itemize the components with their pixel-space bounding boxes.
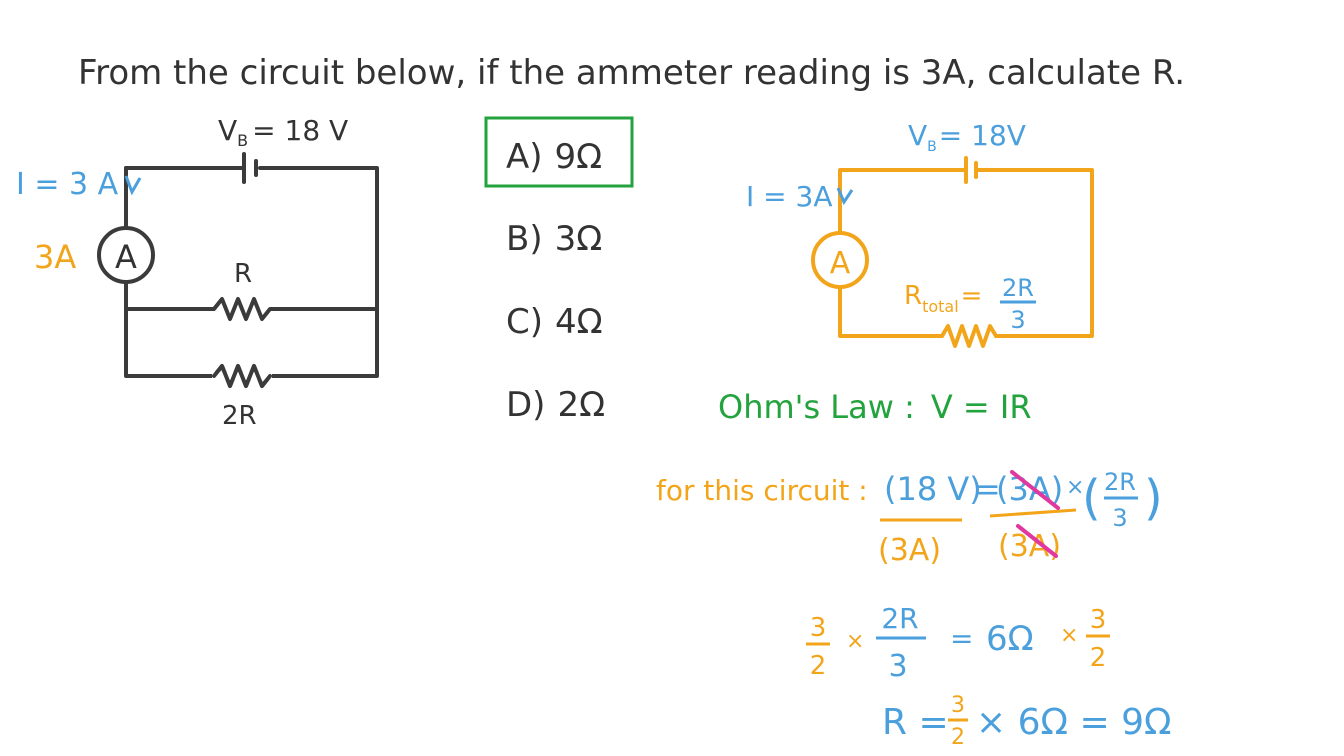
svg-text:VB= 18 V: VB= 18 V xyxy=(218,114,348,150)
option-d[interactable]: D) 2Ω xyxy=(506,385,605,425)
cancel-strike-bottom xyxy=(1016,524,1058,558)
work-prefix: for this circuit : xyxy=(656,474,868,507)
right-circuit-wires xyxy=(838,168,1094,338)
work-paren-open: ( xyxy=(1082,470,1101,526)
correct-answer-highlight xyxy=(484,116,634,188)
option-b-value: 3Ω xyxy=(555,219,603,259)
svg-text:VB= 18V: VB= 18V xyxy=(908,119,1026,155)
right-battery-value: = 18V xyxy=(939,119,1026,152)
right-current-label: I = 3A xyxy=(746,180,833,213)
work-paren-close: ) xyxy=(1144,470,1163,526)
l2-rhs-den: 2 xyxy=(1090,643,1107,673)
l3-den: 2 xyxy=(951,725,965,750)
ohms-law-label: Ohm's Law : xyxy=(718,388,915,426)
rtotal-label: R xyxy=(904,281,922,311)
left-battery-label: V xyxy=(218,114,237,147)
option-c-value: 4Ω xyxy=(555,302,603,342)
option-c-label: C) xyxy=(506,302,543,342)
right-circuit: A VB= 18V I = 3A Rtotal= 2R 3 xyxy=(746,119,1094,348)
option-b-label: B) xyxy=(506,219,543,259)
option-a-value: 9Ω xyxy=(555,137,603,177)
svg-text:C)4Ω: C) 4Ω xyxy=(506,302,603,342)
left-ammeter xyxy=(97,226,155,284)
l3-r: R = xyxy=(882,702,949,743)
resistor-2r-label: 2R xyxy=(222,401,257,431)
l2-frac-num: 3 xyxy=(810,613,827,643)
left-circuit-wires xyxy=(124,166,379,378)
l3-num: 3 xyxy=(951,693,965,718)
answer-options: A) 9Ω B) 3Ω C) 4Ω D) 2Ω xyxy=(484,116,634,425)
option-d-label: D) xyxy=(506,385,545,425)
rtotal-den: 3 xyxy=(1010,306,1025,334)
question-text: From the circuit below, if the ammeter r… xyxy=(78,53,1185,93)
rhs-division-bar xyxy=(989,508,1077,518)
svg-text:Rtotal=: Rtotal= xyxy=(904,281,982,316)
option-a[interactable]: A) 9Ω xyxy=(506,137,602,177)
svg-text:D)2Ω: D) 2Ω xyxy=(506,385,605,425)
option-c[interactable]: C) 4Ω xyxy=(506,302,603,342)
work-frac-num: 2R xyxy=(1104,468,1136,496)
working-line-1: for this circuit : (18 V) = (3A) × ( 2R … xyxy=(656,468,1163,568)
resistor-r-label: R xyxy=(234,259,252,289)
resistor-total xyxy=(940,324,998,348)
svg-text:A)9Ω: A) 9Ω xyxy=(506,137,602,177)
l2-eq: = xyxy=(950,622,973,655)
work-frac-den: 3 xyxy=(1112,504,1127,532)
l2-rhs: 6Ω xyxy=(986,619,1034,659)
left-ammeter-symbol: A xyxy=(115,238,137,276)
working-line-3: R = 3 2 × 6Ω = 9Ω xyxy=(882,693,1172,750)
l2-2r: 2R xyxy=(881,602,918,635)
work-lhs-num: (18 V) xyxy=(884,470,982,508)
left-ammeter-reading: 3A xyxy=(34,238,76,276)
svg-text:B)3Ω: B) 3Ω xyxy=(506,219,602,259)
l3-rest: × 6Ω = 9Ω xyxy=(976,702,1172,743)
option-d-value: 2Ω xyxy=(557,385,605,425)
current-arrow-icon xyxy=(836,187,854,206)
current-arrow-icon xyxy=(124,175,142,196)
left-circuit: A VB= 18 V I = 3 A 3A R 2R xyxy=(16,114,379,431)
right-ammeter-symbol: A xyxy=(830,246,851,281)
left-battery-value: = 18 V xyxy=(252,114,348,147)
l2-frac-den: 2 xyxy=(810,651,827,681)
rtotal-num: 2R xyxy=(1002,274,1034,302)
option-a-label: A) xyxy=(506,137,543,177)
resistor-r xyxy=(124,297,379,321)
left-battery-sub: B xyxy=(237,131,248,150)
svg-text:Ohm's Law :V = IR: Ohm's Law : V = IR xyxy=(718,388,1032,426)
work-lhs-den: (3A) xyxy=(878,533,941,568)
right-battery-label: V xyxy=(908,119,927,152)
right-battery-sub: B xyxy=(927,139,937,155)
l2-3: 3 xyxy=(888,649,907,684)
cancel-strike-top xyxy=(1010,470,1060,510)
l2-times2: × xyxy=(1060,623,1078,648)
work-eq1: = xyxy=(974,470,1001,508)
l2-rhs-num: 3 xyxy=(1090,605,1107,635)
working-line-2: 3 2 × 2R 3 = 6Ω × 3 2 xyxy=(806,602,1110,684)
option-b[interactable]: B) 3Ω xyxy=(506,219,602,259)
left-current-label: I = 3 A xyxy=(16,167,119,202)
l2-times: × xyxy=(846,629,864,654)
rtotal-sub: total xyxy=(922,297,959,316)
work-times1: × xyxy=(1066,475,1084,500)
right-ammeter xyxy=(811,231,869,289)
rtotal-eq: = xyxy=(961,281,983,311)
ohms-law-formula: V = IR xyxy=(931,388,1032,426)
